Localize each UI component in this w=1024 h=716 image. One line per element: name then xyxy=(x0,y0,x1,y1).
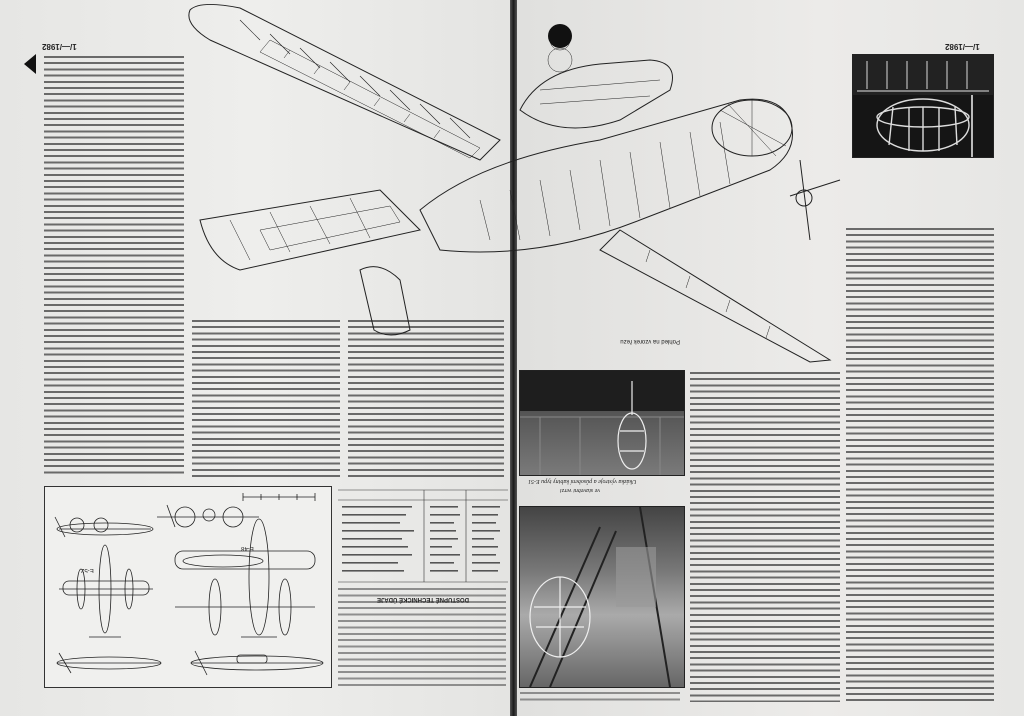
spec-table-grid xyxy=(338,489,508,583)
photo-caption-bottom: ve stavební verzi xyxy=(560,487,600,493)
spec-table: DOSTUPNÉ TECHNICKÉ ÚDAJE xyxy=(338,486,508,686)
factory-scene-icon xyxy=(520,371,684,475)
text-column-1 xyxy=(44,54,184,474)
photo-fuselage-assembly xyxy=(519,506,685,688)
left-page: 1/—/1982 xyxy=(0,0,510,716)
page-number-left: 1/—/1982 xyxy=(42,42,77,51)
book-gutter xyxy=(510,0,517,716)
section-marker-icon xyxy=(24,54,36,74)
fuselage-scene-icon xyxy=(529,507,671,687)
text-column-2 xyxy=(192,318,340,480)
spec-table-title: DOSTUPNÉ TECHNICKÉ ÚDAJE xyxy=(377,596,470,602)
turret-icon xyxy=(853,55,993,157)
figure-label-e52: E-52 xyxy=(81,567,94,573)
figure-label-e48: E-48 xyxy=(241,545,254,551)
photo-caption-top: Ukázka výstroje a působení kabiny typu E… xyxy=(528,478,637,484)
text-column-4 xyxy=(338,586,506,686)
photo-turret xyxy=(852,54,994,158)
cutaway-caption: Pohled na vzorek řezu xyxy=(620,338,680,344)
text-column-3 xyxy=(348,318,504,478)
three-view-drawing: E-52 E-48 xyxy=(44,486,332,688)
cutaway-aircraft-drawing: Pohled na vzorek řezu xyxy=(188,4,841,363)
text-column-right-1 xyxy=(846,226,994,702)
text-column-right-3 xyxy=(520,690,680,704)
page-number-right: 1/—/1982 xyxy=(945,42,980,51)
aircraft-three-view-icon xyxy=(54,493,324,676)
photo-factory-interior xyxy=(519,370,685,476)
text-column-right-2 xyxy=(690,370,840,702)
